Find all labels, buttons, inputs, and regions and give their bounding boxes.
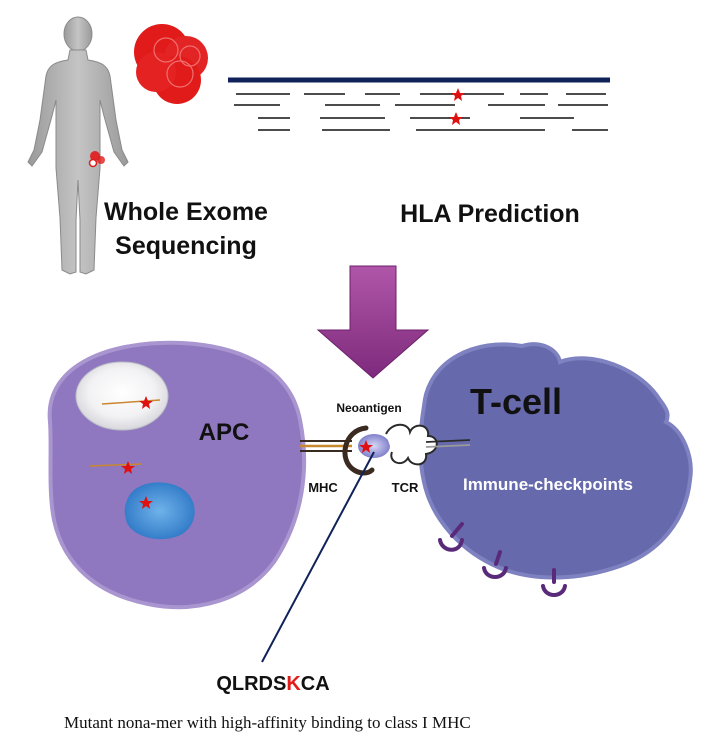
mutation-star-icon <box>449 112 463 125</box>
tcell <box>418 342 693 580</box>
immune-checkpoints-label: Immune-checkpoints <box>463 475 633 494</box>
peptide-pointer-line <box>261 451 375 663</box>
mutation-star-icon <box>139 396 153 409</box>
peptide-fragment-line <box>89 463 143 467</box>
peptide-suffix: CA <box>301 673 330 695</box>
down-arrow-icon <box>316 265 430 379</box>
peptide-mutant-residue: K <box>286 673 301 695</box>
genome-alignment <box>228 77 610 131</box>
whole-exome-label-line1: Whole Exome <box>104 198 268 226</box>
checkpoint-receptor-icon <box>438 522 464 552</box>
mutation-star-icon <box>451 88 465 101</box>
peptide-sequence: QLRDSKCA <box>216 673 329 695</box>
checkpoint-receptors <box>438 522 567 597</box>
mhc-groove-icon <box>342 425 375 476</box>
tcr-label: TCR <box>392 480 419 495</box>
peptide-prefix: QLRDS <box>216 673 286 695</box>
mutation-star-icon <box>121 461 135 474</box>
apc-label: APC <box>199 419 250 446</box>
sequencing-reads <box>234 93 608 131</box>
neoantigen-label: Neoantigen <box>336 401 401 415</box>
checkpoint-receptor-icon <box>482 550 508 579</box>
mutation-star-icon <box>359 440 373 453</box>
mutation-star-icon <box>139 496 153 509</box>
tcr-loop-icon <box>385 423 438 466</box>
dna-fragment-line <box>101 399 161 405</box>
tcell-label: T-cell <box>470 381 562 422</box>
mhc-complex <box>300 425 375 476</box>
mhc-label: MHC <box>308 480 338 495</box>
whole-exome-label-line2: Sequencing <box>115 232 257 260</box>
checkpoint-receptor-icon <box>541 568 567 597</box>
human-body-figure <box>27 16 129 275</box>
tcr-receptor <box>385 423 471 466</box>
neoantigen-peptide <box>358 434 390 458</box>
figure-caption: Mutant nona-mer with high-affinity bindi… <box>64 713 471 732</box>
hla-prediction-label: HLA Prediction <box>400 200 580 228</box>
apc-cell <box>47 340 307 610</box>
tumor-in-body-icon <box>88 151 105 168</box>
tumor-cluster-icon <box>134 24 208 104</box>
apc-nucleus <box>75 361 169 431</box>
proteasome-blob <box>124 482 195 540</box>
